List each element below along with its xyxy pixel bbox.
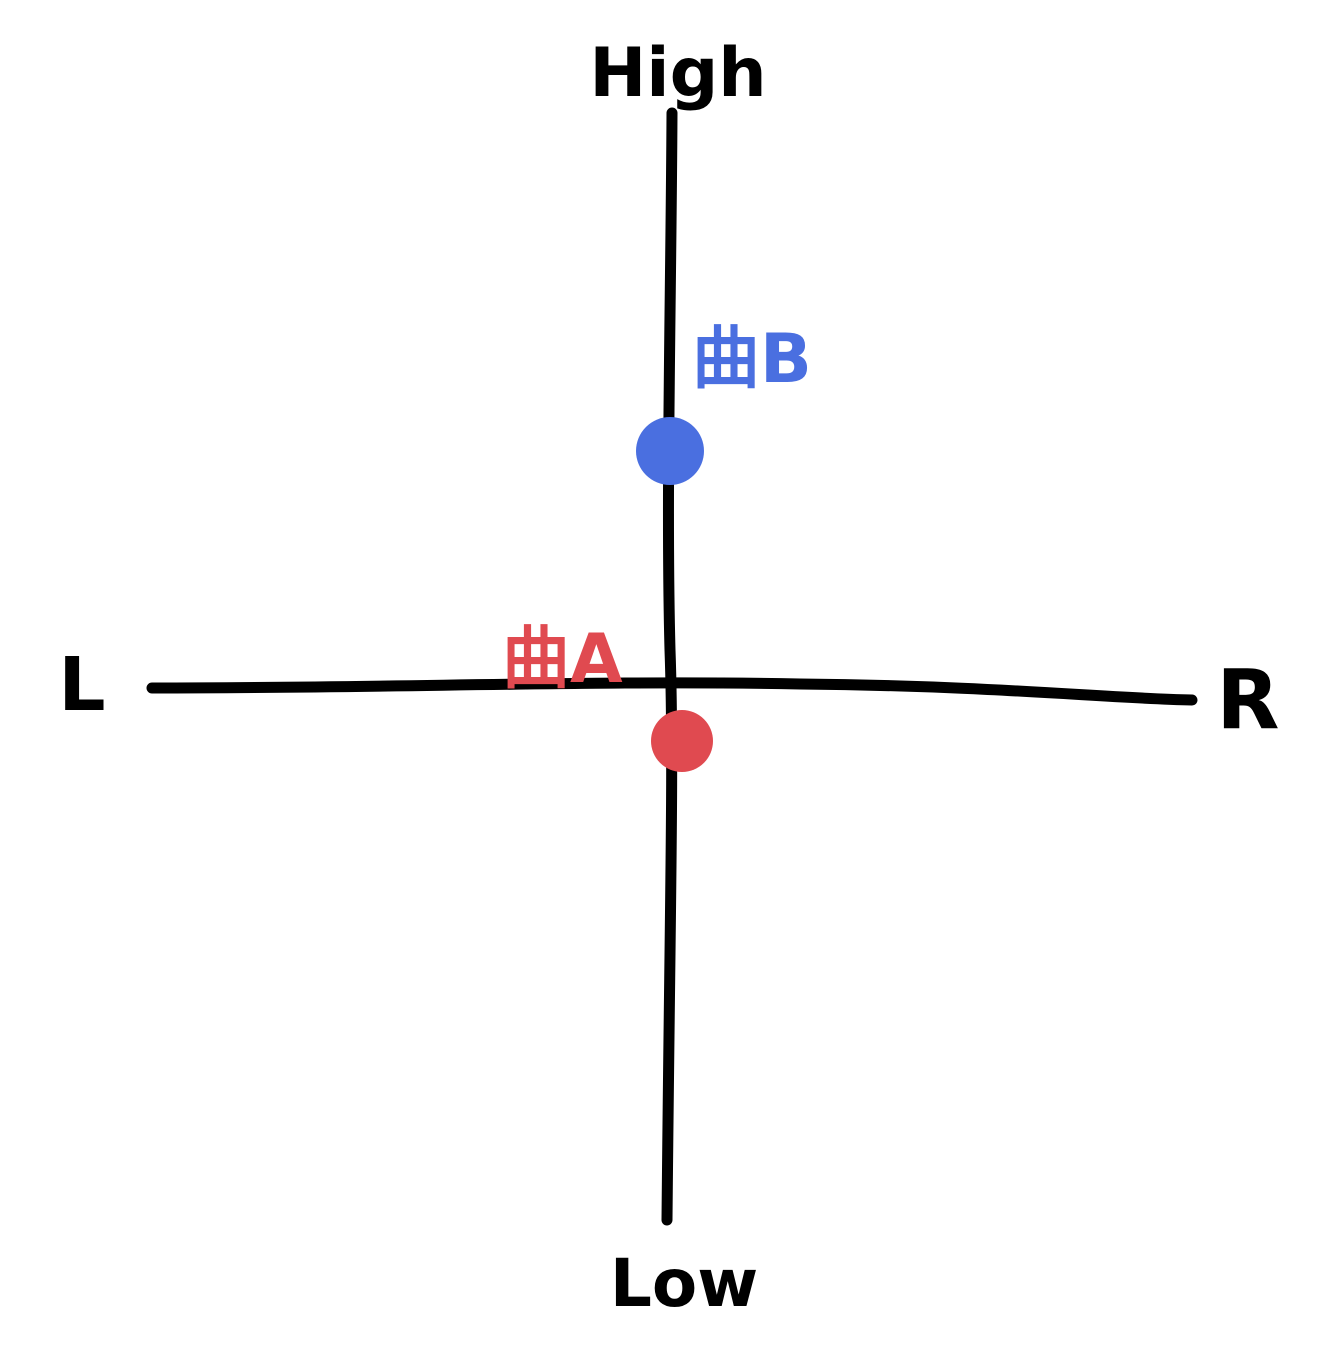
axis-label-low: Low bbox=[610, 1245, 758, 1322]
point-a-label: 曲A bbox=[502, 620, 623, 699]
point-b-label: 曲B bbox=[692, 320, 812, 399]
axis-label-high: High bbox=[589, 34, 766, 113]
horizontal-axis bbox=[146, 677, 1198, 706]
axis-label-left: L bbox=[58, 642, 105, 728]
vertical-axis bbox=[661, 107, 678, 1226]
point-a-marker bbox=[651, 710, 713, 772]
axis-label-right: R bbox=[1216, 653, 1279, 748]
point-b-marker bbox=[636, 417, 704, 485]
